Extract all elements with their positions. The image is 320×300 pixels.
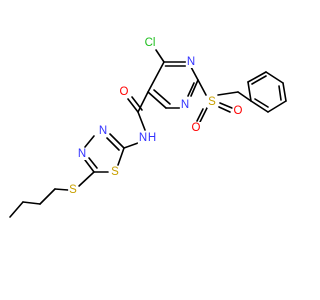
molecule-canvas: Cl N N S O O O N H N N S S [9, 37, 287, 218]
sulfonyl-oxygen-right: O [234, 105, 243, 117]
carbonyl-oxygen-label: O [120, 86, 129, 98]
atom-label-background [146, 132, 158, 144]
bond [127, 98, 139, 113]
atom-label-background [232, 105, 244, 117]
atom-label-background [179, 99, 191, 111]
bond [109, 133, 125, 149]
bond [137, 111, 146, 131]
amide-hydrogen-label: H [148, 132, 156, 144]
bond [147, 61, 165, 93]
atom-label-background [118, 86, 130, 98]
pyrimidine-nitrogen-top: N [187, 56, 195, 68]
bond [237, 91, 252, 102]
bond [247, 71, 267, 83]
atom-label-background [110, 166, 121, 178]
bond [196, 108, 204, 122]
bond-layer [9, 49, 287, 218]
bond [187, 82, 195, 97]
thioether-sulfur-label: S [69, 184, 77, 196]
bond [218, 106, 231, 113]
bond [78, 171, 95, 187]
bond [106, 137, 120, 151]
bond [117, 147, 125, 166]
thiadiazole-sulfur-label: S [111, 166, 119, 178]
bond [217, 91, 239, 96]
bond [250, 100, 269, 113]
bond [265, 71, 284, 84]
bond [254, 98, 269, 108]
bond [131, 96, 143, 111]
bond [39, 188, 56, 205]
chlorine-atom-label: Cl [145, 37, 156, 49]
pyrimidine-nitrogen-bottom: N [181, 99, 189, 111]
atom-label-background [185, 56, 197, 68]
atom-label-background [207, 96, 218, 108]
sulfonyl-oxygen-left: O [192, 122, 201, 134]
bond [84, 135, 95, 148]
thiadiazole-nitrogen-left: N [78, 148, 86, 160]
bond [190, 66, 199, 81]
atom-label-background [68, 184, 79, 196]
bond [155, 49, 165, 63]
atom-layer: Cl N N S O O O N H N N S S [68, 37, 244, 196]
bond [84, 159, 95, 173]
bond [267, 100, 287, 113]
bond [88, 157, 98, 169]
atom-label-background [76, 148, 88, 160]
amide-nitrogen-label: N [139, 132, 147, 144]
thiadiazole-nitrogen-top: N [99, 125, 107, 137]
atom-label-background [190, 122, 202, 134]
bond [197, 79, 207, 96]
bond [219, 102, 233, 109]
bond [190, 79, 199, 97]
bond [153, 89, 171, 105]
bond [199, 107, 208, 123]
atom-label-background [143, 37, 157, 49]
bond [147, 91, 167, 109]
bond [282, 82, 287, 102]
atom-label-background [137, 132, 149, 144]
bond [54, 188, 69, 191]
bond [137, 91, 149, 113]
bond [251, 75, 267, 85]
molecule-structure: Cl N N S O O O N H N N S S [9, 37, 287, 218]
atom-label-background [97, 125, 109, 137]
bond [247, 81, 252, 102]
bond [22, 201, 41, 205]
sulfonyl-sulfur-label: S [208, 96, 216, 108]
bond [278, 85, 282, 101]
bond [9, 201, 24, 218]
bond [123, 142, 139, 149]
